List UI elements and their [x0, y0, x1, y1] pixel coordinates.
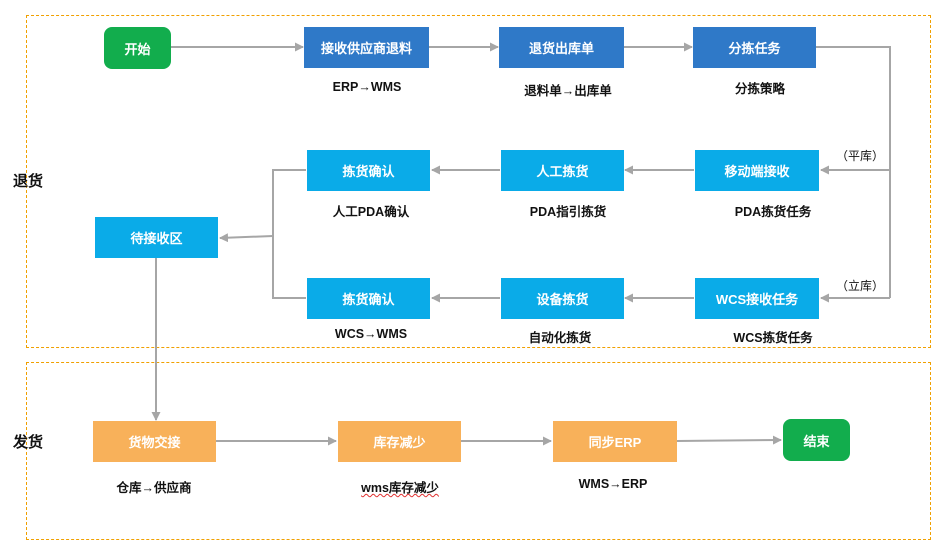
return-outbound-order-node: 退货出库单	[499, 27, 624, 68]
pick-confirm-pda-node: 拣货确认	[307, 150, 430, 191]
arrow-merge-to-awaiting	[219, 233, 274, 243]
ship-lane-label: 发货	[13, 434, 44, 451]
caption-warehouse-to-supplier: 仓库→供应商	[116, 481, 192, 495]
caption-return-to-outbound: 退料单→出库单	[524, 84, 612, 98]
note-automated-warehouse: （立库）	[836, 279, 885, 293]
receive-supplier-return-node: 接收供应商退料	[304, 27, 429, 68]
pick-confirm-wcs-node: 拣货确认	[307, 278, 430, 319]
caption-erp-to-wms: ERP→WMS	[332, 80, 402, 94]
caption-wcs-pick-task: WCS拣货任务	[733, 331, 813, 345]
caption-manual-pda-confirm: 人工PDA确认	[332, 205, 410, 219]
return-lane-label: 退货	[13, 173, 44, 190]
wcs-receive-task-node: WCS接收任务	[695, 278, 819, 319]
mobile-receive-node: 移动端接收	[695, 150, 819, 191]
caption-wcs-to-wms: WCS→WMS	[334, 327, 408, 341]
caption-wms-inventory-decrease: wms库存减少	[361, 481, 439, 495]
connector-picking-to-trunk	[816, 46, 891, 298]
caption-pda-pick-task: PDA拣货任务	[734, 205, 812, 219]
caption-pda-guided-pick: PDA指引拣货	[529, 205, 607, 219]
return-lane	[26, 15, 931, 348]
manual-pick-node: 人工拣货	[501, 150, 624, 191]
caption-wms-to-erp: WMS→ERP	[578, 477, 648, 491]
start-node: 开始	[104, 27, 171, 69]
caption-picking-strategy: 分拣策略	[734, 82, 786, 96]
picking-task-node: 分拣任务	[693, 27, 816, 68]
inventory-decrease-node: 库存减少	[338, 421, 461, 462]
caption-automated-pick: 自动化拣货	[528, 331, 592, 345]
device-pick-node: 设备拣货	[501, 278, 624, 319]
sync-erp-node: 同步ERP	[553, 421, 677, 462]
connector-confirms-merge	[272, 169, 306, 299]
arrow-sync-to-end	[676, 435, 782, 445]
awaiting-receipt-area-node: 待接收区	[95, 217, 218, 258]
goods-handover-node: 货物交接	[93, 421, 216, 462]
end-node: 结束	[783, 419, 850, 461]
ship-lane	[26, 362, 931, 540]
note-flat-warehouse: （平库）	[836, 149, 885, 163]
